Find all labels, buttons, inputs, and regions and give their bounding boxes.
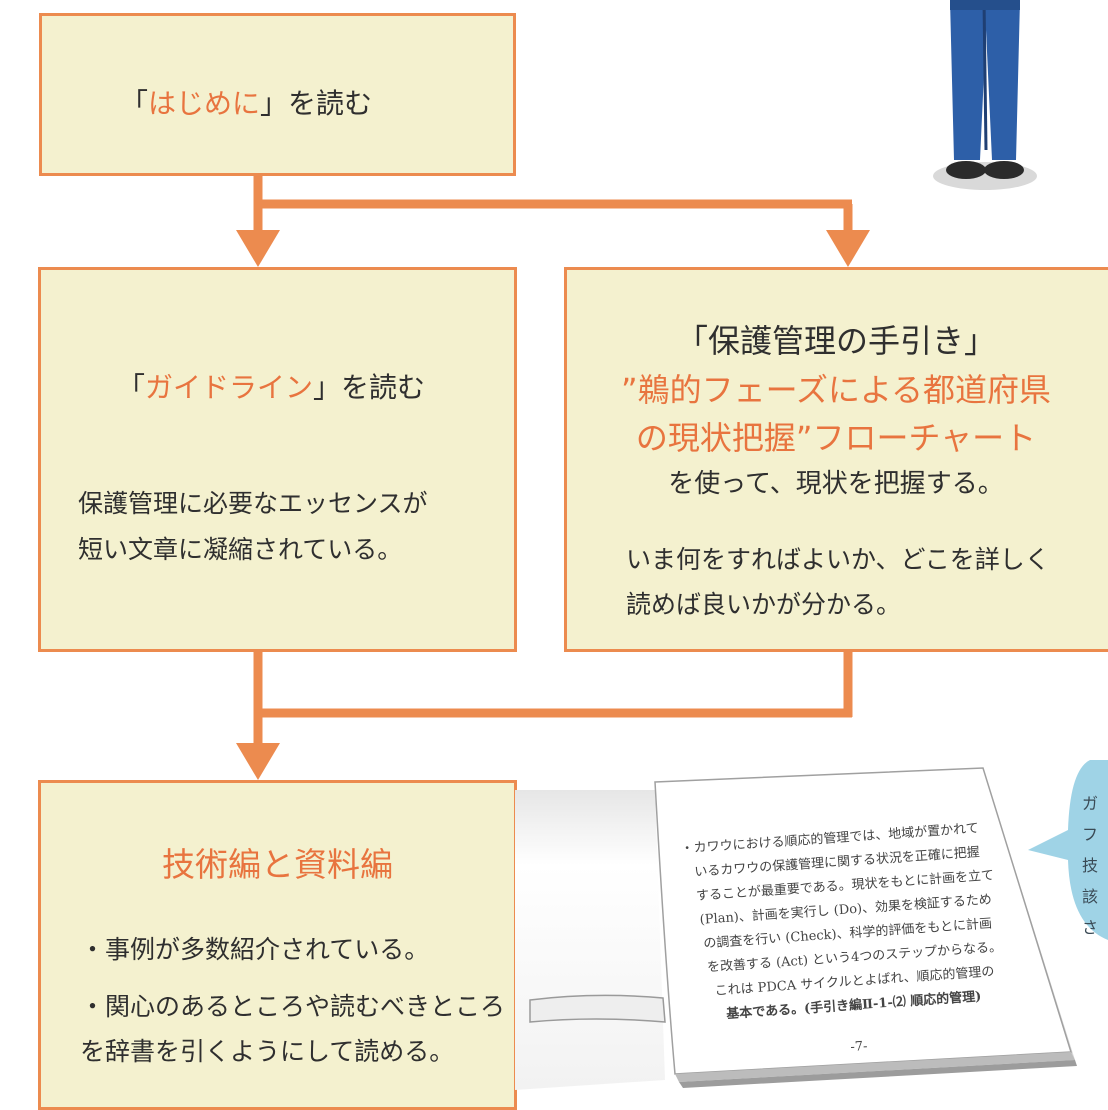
speech-bubble-char: 技 (1082, 856, 1099, 875)
speech-bubble (1028, 760, 1108, 940)
step2-description-line2: 短い文章に凝縮されている。 (78, 535, 403, 564)
step2-description-line1: 保護管理に必要なエッセンスが (78, 489, 428, 518)
step3-title-line3: の現状把握”フローチャート (635, 419, 1037, 457)
book-page-number: -7- (850, 1039, 868, 1055)
step3-title-line2: ”鵜的フェーズによる都道府県 (620, 371, 1052, 409)
step-use-flowchart (564, 267, 1108, 652)
step4-title: 技術編と資料編 (162, 845, 393, 884)
step3-title-line1: 「保護管理の手引き」 (675, 322, 996, 360)
arrowhead-left-1 (236, 230, 280, 267)
step-technical-and-materials (38, 780, 517, 1110)
step4-item3: を辞書を引くようにして読める。 (80, 1037, 455, 1066)
step1-title: 「はじめに」を読む (120, 87, 373, 120)
step3-description-line2: 読めば良いかが分かる。 (626, 590, 902, 619)
step-read-guideline (38, 267, 517, 652)
arrowhead-left-2 (236, 743, 280, 780)
arrowhead-right-1 (826, 230, 870, 267)
speech-bubble-char: さ (1082, 918, 1099, 937)
open-book-illustration (515, 767, 1077, 1090)
step3-title-line4: を使って、現状を把握する。 (668, 469, 1004, 499)
speech-bubble-char: ガ (1082, 794, 1099, 813)
speech-bubble-char: 該 (1082, 887, 1099, 906)
character-illustration (933, 0, 1037, 190)
step1-highlight: はじめに (148, 87, 261, 120)
step2-highlight: ガイドライン (145, 371, 314, 404)
speech-bubble-char: フ (1082, 825, 1099, 844)
step-read-introduction (39, 13, 516, 176)
book-page-text: ・カワウにおける順応的管理では、地域が置かれて いるカワウの保護管理に関する状況… (680, 816, 1006, 1029)
step4-item2: ・関心のあるところや読むべきところ (80, 992, 506, 1021)
step3-description-line1: いま何をすればよいか、どこを詳しく (626, 545, 1050, 574)
step4-item1: ・事例が多数紹介されている。 (80, 935, 430, 964)
step2-title: 「ガイドライン」を読む (117, 371, 426, 404)
